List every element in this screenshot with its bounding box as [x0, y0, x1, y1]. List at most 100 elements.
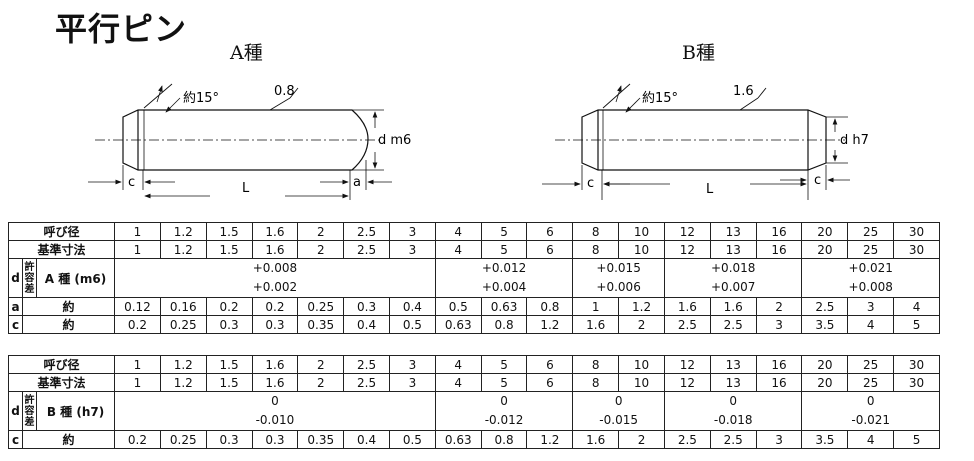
size-cell: 1.5 — [205, 222, 253, 241]
size-cell: 6 — [526, 222, 574, 241]
value-cell: 0.12 — [114, 297, 161, 316]
size-cell: 1 — [114, 240, 161, 259]
pin-b-length-label: L — [706, 182, 714, 197]
d-label: d — [8, 258, 23, 298]
table-row: 呼び径 1 1.2 1.5 1.6 2 2.5 3 4 5 6 8 10 12 … — [7, 355, 940, 374]
value-cell: 1.2 — [526, 430, 574, 449]
table-row: 基準寸法 1 1.2 1.5 1.6 2 2.5 3 4 5 6 8 10 12… — [7, 373, 940, 392]
value-cell: 0.2 — [114, 315, 161, 334]
value-cell: 0.3 — [251, 315, 299, 334]
size-cell: 1.6 — [251, 240, 299, 259]
row-sublabel: 約 — [21, 430, 116, 449]
value-cell: 5 — [893, 315, 940, 334]
value-cell: 1.6 — [572, 430, 620, 449]
row-label: a — [8, 297, 23, 316]
size-cell: 2 — [297, 373, 345, 392]
size-cell: 1.6 — [251, 373, 299, 392]
size-cell: 13 — [709, 355, 757, 374]
page-title: 平行ピン — [55, 10, 188, 48]
size-cell: 30 — [893, 355, 940, 374]
value-cell: 0.25 — [297, 297, 345, 316]
value-cell: 4 — [847, 430, 895, 449]
pin-b-c-right-label: c — [814, 173, 821, 188]
value-cell: 5 — [893, 430, 940, 449]
size-cell: 3 — [389, 222, 436, 241]
pin-drawings: 約15° 0.8 d m6 c L a 約15 — [88, 83, 869, 200]
value-cell: 1.6 — [572, 315, 620, 334]
value-cell: 0.3 — [343, 297, 390, 316]
tolerance-group: 0-0.021 — [801, 391, 940, 431]
size-cell: 20 — [801, 355, 849, 374]
size-cell: 1.5 — [205, 240, 253, 259]
value-cell: 0.63 — [434, 315, 482, 334]
size-cell: 8 — [572, 222, 620, 241]
table-row: d 許容差 A 種 (m6) +0.008+0.002 +0.012+0.004… — [8, 258, 940, 298]
size-cell: 25 — [847, 222, 895, 241]
pin-a-body — [122, 109, 369, 171]
value-cell: 3.5 — [801, 315, 849, 334]
pin-b-angle-label: 約15° — [642, 91, 678, 106]
value-cell: 1.6 — [709, 297, 757, 316]
tolerance-group: 0-0.012 — [434, 391, 574, 431]
pin-b-drawing — [542, 83, 850, 200]
value-cell: 0.5 — [389, 315, 436, 334]
pin-a-c-label: c — [128, 175, 135, 190]
row-label: c — [8, 430, 23, 449]
value-cell: 0.2 — [251, 297, 299, 316]
spec-table-a: 呼び径 1 1.2 1.5 1.6 2 2.5 3 4 5 6 8 10 12 … — [7, 222, 940, 334]
pin-a-angle-label: 約15° — [183, 91, 219, 106]
type-b-tolerance-label: B 種 (h7) — [35, 391, 116, 431]
size-cell: 16 — [755, 222, 803, 241]
size-cell: 2 — [297, 222, 345, 241]
tolerance-group: +0.012+0.004 — [434, 258, 574, 298]
size-cell: 1 — [114, 355, 161, 374]
size-cell: 30 — [893, 373, 940, 392]
pin-b-roughness: 1.6 — [733, 84, 754, 99]
size-cell: 4 — [434, 240, 482, 259]
size-cell: 12 — [663, 373, 711, 392]
value-cell: 0.25 — [159, 430, 207, 449]
value-cell: 0.8 — [480, 315, 528, 334]
value-cell: 0.63 — [480, 297, 528, 316]
size-cell: 4 — [434, 222, 482, 241]
value-cell: 0.4 — [343, 315, 390, 334]
value-cell: 0.2 — [205, 297, 253, 316]
basic-header: 基準寸法 — [7, 373, 116, 392]
tolerance-label: 許容差 — [22, 258, 37, 298]
value-cell: 0.63 — [434, 430, 482, 449]
d-label: d — [8, 391, 23, 431]
size-cell: 10 — [618, 355, 665, 374]
value-cell: 0.3 — [205, 430, 253, 449]
value-cell: 4 — [847, 315, 895, 334]
size-cell: 5 — [480, 355, 528, 374]
size-cell: 13 — [709, 373, 757, 392]
type-b-label: B種 — [682, 42, 715, 64]
value-cell: 2.5 — [663, 315, 711, 334]
value-cell: 1 — [572, 297, 620, 316]
size-cell: 2.5 — [343, 355, 390, 374]
tolerance-group: 0-0.010 — [114, 391, 436, 431]
type-a-label: A種 — [230, 42, 263, 64]
value-cell: 0.3 — [251, 430, 299, 449]
size-cell: 13 — [709, 222, 757, 241]
value-cell: 0.5 — [389, 430, 436, 449]
size-cell: 30 — [893, 222, 940, 241]
value-cell: 0.2 — [114, 430, 161, 449]
nominal-header: 呼び径 — [7, 222, 116, 241]
value-cell: 0.16 — [159, 297, 207, 316]
size-cell: 4 — [434, 373, 482, 392]
value-cell: 2 — [755, 297, 803, 316]
size-cell: 20 — [801, 373, 849, 392]
size-cell: 8 — [572, 355, 620, 374]
size-cell: 16 — [755, 373, 803, 392]
value-cell: 2 — [618, 315, 665, 334]
size-cell: 1 — [114, 222, 161, 241]
tolerance-group: +0.021+0.008 — [801, 258, 940, 298]
size-cell: 5 — [480, 373, 528, 392]
size-cell: 2.5 — [343, 240, 390, 259]
size-cell: 1.2 — [159, 373, 207, 392]
size-cell: 12 — [663, 240, 711, 259]
